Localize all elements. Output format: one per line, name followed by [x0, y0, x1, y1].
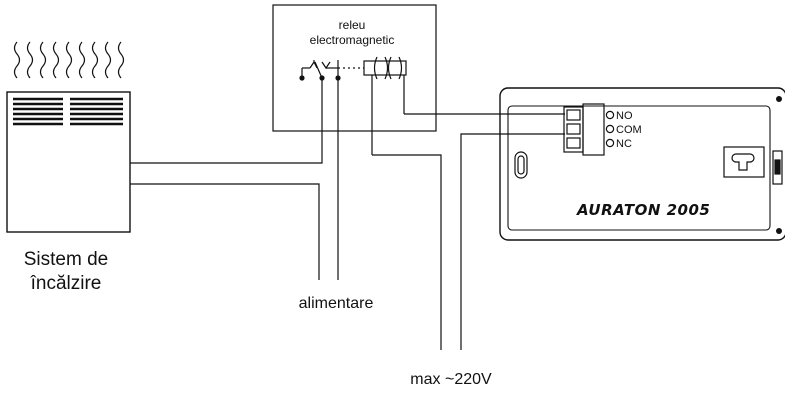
relay-label-line2: electromagnetic	[310, 33, 395, 47]
terminal-no: NO	[616, 110, 633, 122]
power-label: alimentare	[299, 295, 374, 312]
contact-dot-mid	[319, 75, 325, 81]
contact-dot-right	[335, 75, 341, 81]
terminal-com: COM	[616, 124, 642, 136]
heater-body	[6, 91, 131, 233]
relay-box	[272, 4, 437, 132]
heater-label-line2: încălzire	[30, 273, 102, 294]
relay-label-line1: releu	[339, 18, 366, 32]
voltage-label: max ~220V	[410, 371, 492, 388]
contact-dot-left	[299, 75, 305, 81]
terminal-block	[563, 103, 615, 156]
heat-waves	[13, 41, 125, 79]
relay-contacts	[301, 60, 339, 280]
heater-wires	[130, 78, 323, 280]
terminal-nc: NC	[616, 138, 632, 150]
relay-coil	[338, 56, 407, 155]
brand-label: AURATON 2005	[576, 201, 710, 219]
thermostat-body	[499, 87, 785, 241]
control-wires	[372, 113, 565, 350]
heater-label-line1: Sistem de	[24, 249, 108, 270]
